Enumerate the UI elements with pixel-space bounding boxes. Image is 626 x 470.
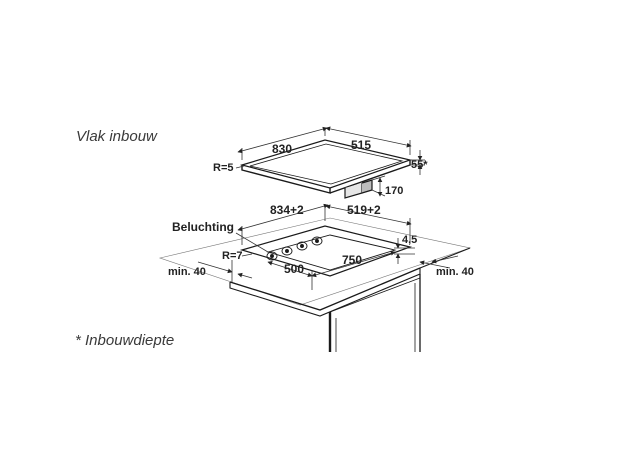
hob-dimension-lines (235, 126, 425, 197)
dim-inner-depth: 750 (342, 253, 362, 267)
dim-hob-depth: 515 (351, 138, 371, 152)
dim-hob-height: 55* (411, 159, 428, 171)
dim-hob-width: 830 (272, 142, 292, 156)
dim-cutout-depth: 519+2 (347, 203, 381, 217)
dim-box-height: 170 (385, 185, 403, 197)
dim-min-right: min. 40 (436, 266, 474, 278)
dim-recess-depth: 4,5 (402, 234, 417, 246)
ventilation-openings (266, 236, 323, 261)
dim-cutout-radius: R=7 (222, 250, 243, 262)
label-ventilation: Beluchting (172, 220, 234, 234)
footnote: * Inbouwdiepte (75, 332, 175, 349)
diagram-title: Vlak inbouw (76, 128, 157, 145)
countertop-drawing (158, 217, 472, 352)
dim-inner-width: 500 (284, 262, 304, 276)
dim-hob-radius: R=5 (213, 162, 234, 174)
dim-min-left: min. 40 (168, 266, 206, 278)
dim-cutout-width: 834+2 (270, 203, 304, 217)
hob-top-surface (239, 139, 413, 189)
cutout-dimension-lines (197, 203, 459, 290)
